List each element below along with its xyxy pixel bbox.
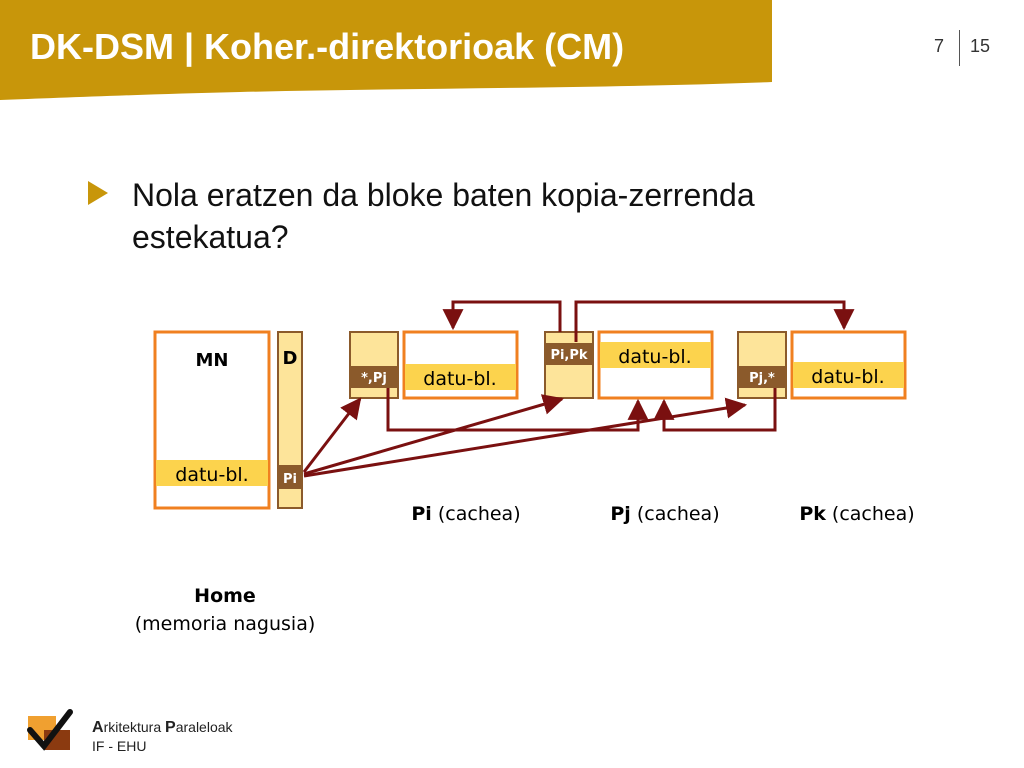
cache-pk-block-label: datu-bl. xyxy=(811,366,884,388)
cache-pk-tag-cell xyxy=(739,366,785,388)
cache-pj-caption: Pj (cachea) xyxy=(610,503,719,525)
cache-pi-block-fill xyxy=(405,364,516,390)
footer-credit: Arkitektura Paraleloak IF - EHU xyxy=(92,719,233,754)
arrow-dir-to-pi xyxy=(302,397,362,473)
slide-title: DK-DSM | Koher.-direktorioak (CM) xyxy=(30,26,625,67)
cache-pi-block-label: datu-bl. xyxy=(423,368,496,390)
cache-pj-tag-cell xyxy=(546,343,592,365)
cache-pj-block-fill xyxy=(600,342,711,368)
d-label: D xyxy=(283,348,298,369)
total-pages: 15 xyxy=(970,36,991,56)
current-page: 7 xyxy=(934,36,945,56)
cache-pj-block-label: datu-bl. xyxy=(618,346,691,368)
directory-pointer-cell xyxy=(279,465,301,489)
cache-pk-tag: Pj,* xyxy=(749,371,775,386)
arrow-pk-prev-to-pj xyxy=(653,388,777,432)
home-caption-sub: (memoria nagusia) xyxy=(135,613,316,635)
arrow-pj-next-to-pk xyxy=(574,300,855,342)
cache-pk-tag-box xyxy=(737,331,787,399)
bullet-text: Nola eratzen da bloke baten kopia-zerren… xyxy=(132,177,755,255)
cache-pk-caption: Pk (cachea) xyxy=(799,503,914,525)
memory-data-block-label: datu-bl. xyxy=(175,464,248,486)
cache-pk-block-fill xyxy=(793,362,904,388)
home-caption-title: Home xyxy=(194,585,256,607)
cache-pi-caption: Pi (cachea) xyxy=(411,503,520,525)
mn-label: MN xyxy=(196,350,229,371)
directory-pointer: Pi xyxy=(283,472,297,487)
arrow-dir-to-pj xyxy=(303,394,565,476)
memory-data-block xyxy=(156,460,268,486)
page-separator xyxy=(959,30,960,66)
cache-pi-tag-cell xyxy=(351,366,397,388)
cache-pi-tag-box xyxy=(349,331,399,399)
arrow-dir-to-pk xyxy=(303,397,748,478)
bullet-triangle-icon xyxy=(88,181,108,205)
cache-pi-tag: *,Pj xyxy=(361,371,387,386)
header-band xyxy=(0,0,772,100)
arrow-pj-prev-to-pi xyxy=(442,300,562,332)
arrow-pi-next-to-pj xyxy=(386,388,649,432)
checkmark-logo-icon xyxy=(27,709,73,751)
cache-pj-tag: Pi,Pk xyxy=(550,348,587,363)
